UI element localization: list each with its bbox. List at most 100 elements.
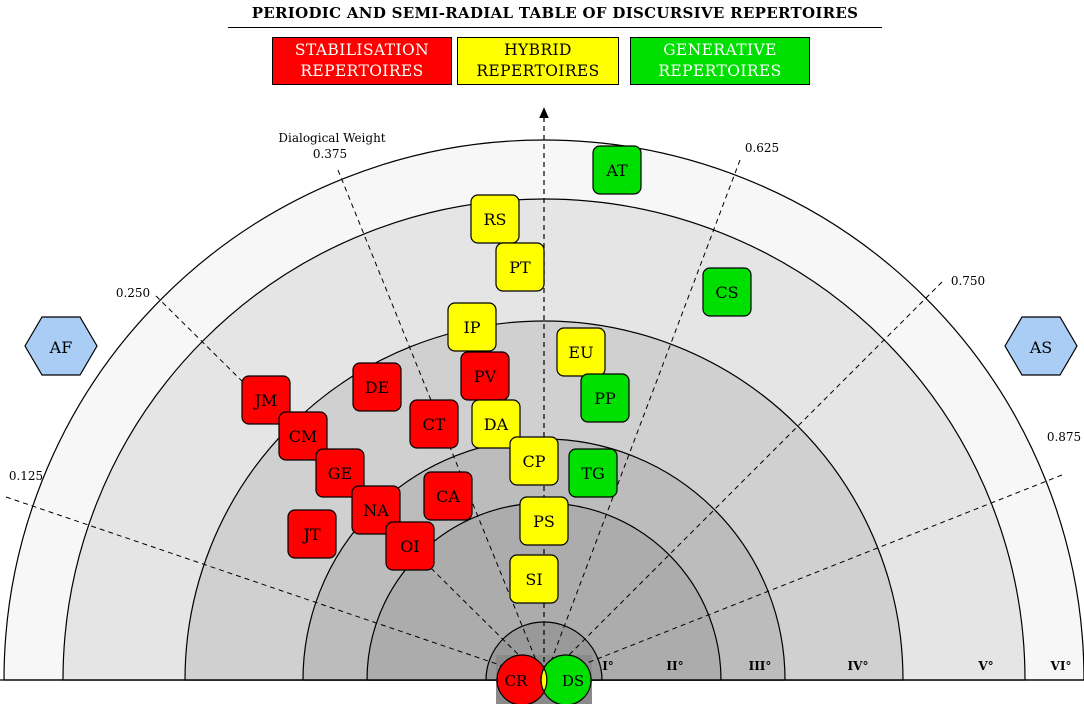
repertoire-box	[592, 145, 642, 195]
repertoire-code: GE	[328, 464, 352, 483]
repertoire-box	[278, 411, 328, 461]
repertoire-code: PS	[533, 512, 555, 531]
repertoire-code: NA	[363, 501, 389, 520]
repertoire-at: AT	[592, 145, 642, 195]
repertoire-box	[447, 302, 497, 352]
weight-label-0125: 0.125	[9, 469, 43, 483]
weight-label-0250: 0.250	[116, 286, 150, 300]
hexagon-af: AF	[24, 316, 98, 376]
legend-generative-line1: GENERATIVE	[663, 41, 777, 59]
repertoire-code: CP	[522, 452, 545, 471]
repertoire-box	[287, 509, 337, 559]
radial-0750	[543, 281, 943, 681]
origin-ds-label: DS	[562, 672, 584, 690]
origin-venn: CR DS	[496, 654, 592, 704]
ring-label-3: III°	[749, 659, 772, 673]
repertoire-pp: PP	[580, 373, 630, 423]
radial-0125	[5, 496, 545, 681]
hexagon-af-shape	[24, 316, 98, 376]
repertoire-code: JM	[253, 391, 278, 410]
repertoire-cp: CP	[509, 436, 559, 486]
hexagon-as-label: AS	[1029, 338, 1053, 357]
legend-hybrid-line2: REPERTOIRES	[476, 62, 600, 80]
repertoire-code: AT	[605, 161, 628, 180]
repertoire-tg: TG	[568, 448, 618, 498]
weight-label-0875: 0.875	[1047, 430, 1081, 444]
origin-cr-label: CR	[505, 672, 528, 690]
repertoire-cm: CM	[278, 411, 328, 461]
repertoire-ct: CT	[409, 399, 459, 449]
repertoire-na: NA	[351, 485, 401, 535]
repertoire-code: CM	[289, 427, 318, 446]
legend-generative: GENERATIVE REPERTOIRES	[630, 37, 810, 85]
legend-generative-line2: REPERTOIRES	[658, 62, 782, 80]
repertoire-code: PP	[594, 389, 616, 408]
weight-label-0625: 0.625	[745, 141, 779, 155]
axis-title: Dialogical Weight	[278, 131, 385, 145]
repertoire-eu: EU	[556, 327, 606, 377]
ring-label-5: V°	[977, 659, 993, 673]
repertoire-boxes: JM DE CM CT PV GE CA NA JT OI RS PT IP EU DA CP PS SI AT CS…	[241, 145, 752, 604]
hexagon-af-label: AF	[49, 338, 73, 357]
repertoire-cs: CS	[702, 267, 752, 317]
repertoire-pt: PT	[495, 242, 545, 292]
repertoire-box	[352, 362, 402, 412]
repertoire-box	[470, 194, 520, 244]
repertoire-ps: PS	[519, 496, 569, 546]
ring-label-2: II°	[666, 659, 683, 673]
repertoire-jm: JM	[241, 375, 291, 425]
repertoire-code: EU	[568, 343, 593, 362]
repertoire-box	[580, 373, 630, 423]
repertoire-box	[509, 554, 559, 604]
repertoire-box	[409, 399, 459, 449]
ring-label-4: IV°	[848, 659, 869, 673]
repertoire-code: RS	[483, 210, 506, 229]
legend-hybrid: HYBRID REPERTOIRES	[457, 37, 619, 85]
origin-overlap	[540, 667, 548, 693]
repertoire-box	[702, 267, 752, 317]
repertoire-box	[423, 471, 473, 521]
repertoire-code: DE	[365, 378, 390, 397]
hexagon-as: AS	[1004, 316, 1078, 376]
repertoire-da: DA	[471, 399, 521, 449]
repertoire-oi: OI	[385, 521, 435, 571]
repertoire-box	[509, 436, 559, 486]
legend-stabilisation-line2: REPERTOIRES	[300, 62, 424, 80]
radial-0625	[543, 159, 741, 681]
repertoire-box	[241, 375, 291, 425]
hexagon-as-shape	[1004, 316, 1078, 376]
repertoire-box	[556, 327, 606, 377]
weight-label-0750: 0.750	[951, 274, 985, 288]
repertoire-code: OI	[400, 537, 419, 556]
repertoire-pv: PV	[460, 351, 510, 401]
repertoire-code: SI	[525, 570, 542, 589]
repertoire-ca: CA	[423, 471, 473, 521]
repertoire-box	[351, 485, 401, 535]
repertoire-code: DA	[484, 415, 509, 434]
repertoire-de: DE	[352, 362, 402, 412]
radial-0875	[543, 474, 1063, 681]
repertoire-code: CS	[715, 283, 738, 302]
repertoire-si: SI	[509, 554, 559, 604]
ring-label-1: I°	[602, 659, 614, 673]
repertoire-rs: RS	[470, 194, 520, 244]
ring-label-6: VI°	[1050, 659, 1072, 673]
legend-hybrid-line1: HYBRID	[504, 41, 572, 59]
repertoire-box	[471, 399, 521, 449]
repertoire-jt: JT	[287, 509, 337, 559]
weight-label-0375: 0.375	[313, 147, 347, 161]
repertoire-code: PT	[509, 258, 531, 277]
repertoire-code: TG	[581, 464, 604, 483]
repertoire-code: PV	[474, 367, 497, 386]
repertoire-box	[385, 521, 435, 571]
repertoire-box	[519, 496, 569, 546]
repertoire-ip: IP	[447, 302, 497, 352]
repertoire-box	[568, 448, 618, 498]
repertoire-box	[495, 242, 545, 292]
repertoire-code: CA	[436, 487, 460, 506]
chart-title: PERIODIC AND SEMI-RADIAL TABLE OF DISCUR…	[251, 4, 859, 22]
repertoire-code: CT	[423, 415, 446, 434]
concentric-rings	[3, 139, 1084, 704]
